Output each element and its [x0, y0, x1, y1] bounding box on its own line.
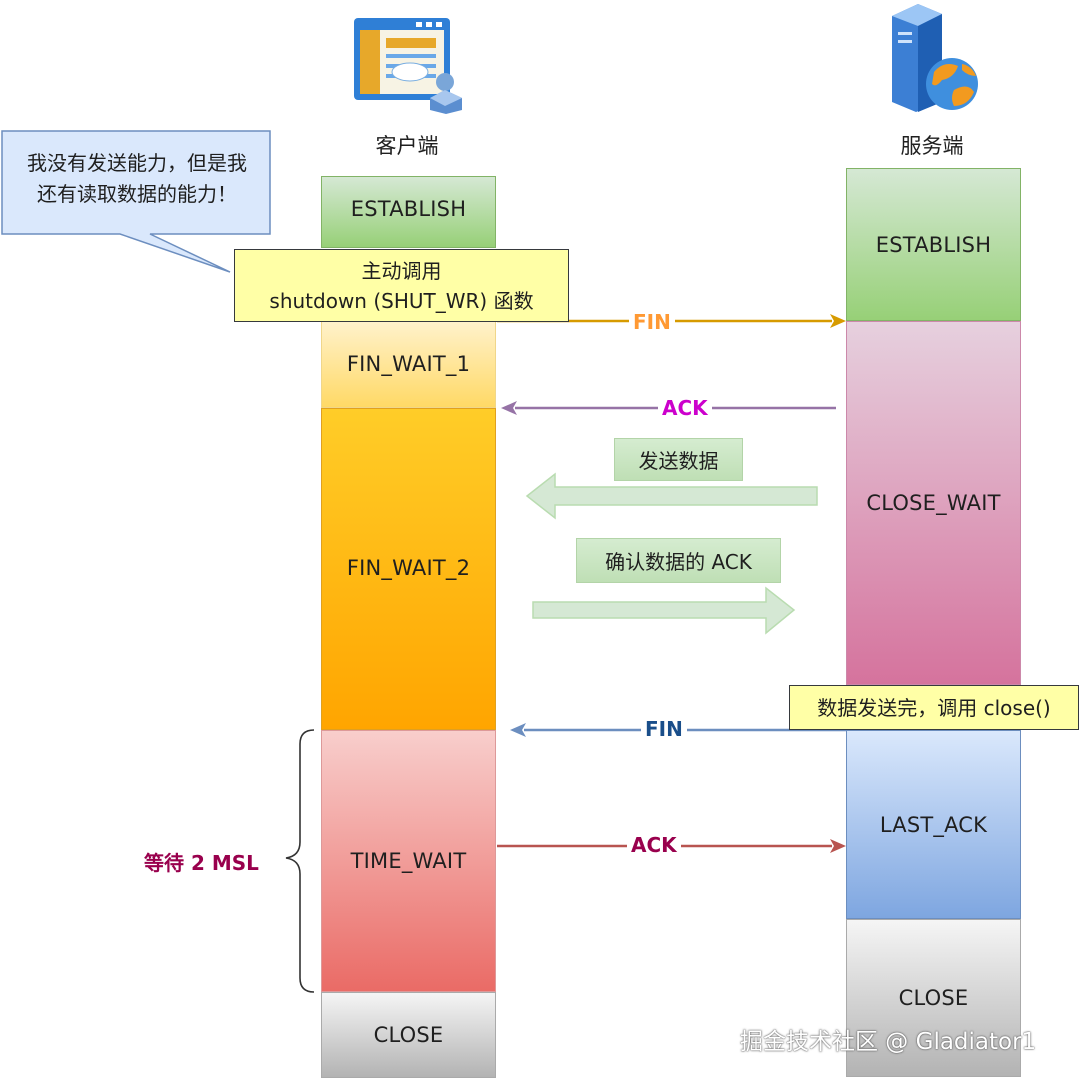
client-label: 客户端 [375, 134, 439, 158]
callout-text: 我没有发送能力，但是我 还有读取数据的能力！ [6, 148, 268, 210]
server-state-establish: ESTABLISH [846, 168, 1021, 321]
client-state-close: CLOSE [321, 992, 496, 1078]
server-state-close-wait: CLOSE_WAIT [846, 321, 1021, 685]
send-data-label: 发送数据 [614, 438, 743, 481]
fin-arrow-head [830, 314, 846, 328]
ack-data-arrow [532, 586, 796, 635]
client-shutdown-note: 主动调用 shutdown (SHUT_WR) 函数 [234, 249, 569, 322]
client-shutdown-note-line2: shutdown (SHUT_WR) 函数 [269, 288, 534, 313]
watermark: 掘金技术社区 @ Gladiator1 [740, 1029, 1037, 1055]
callout-bubble [1, 130, 271, 273]
ack-arrow-head [501, 401, 517, 415]
client-computer-icon [350, 14, 466, 114]
ack-data-label: 确认数据的 ACK [576, 538, 781, 583]
client-shutdown-note-line1: 主动调用 [361, 258, 442, 283]
client-state-time-wait: TIME_WAIT [321, 730, 496, 992]
time-wait-brace [285, 729, 315, 993]
fin2-label: FIN [641, 718, 687, 740]
ack2-label: ACK [627, 834, 681, 856]
fin2-arrow-head [510, 723, 526, 737]
server-close-note: 数据发送完，调用 close() [789, 685, 1079, 730]
ack2-arrow-head [830, 839, 846, 853]
client-state-fin-wait-1: FIN_WAIT_1 [321, 321, 496, 408]
fin-label: FIN [629, 311, 675, 333]
wait-2msl-label: 等待 2 MSL [144, 851, 259, 875]
client-state-establish: ESTABLISH [321, 176, 496, 248]
client-state-fin-wait-2: FIN_WAIT_2 [321, 408, 496, 730]
callout-text-line1: 我没有发送能力，但是我 [27, 151, 247, 175]
server-label: 服务端 [900, 134, 964, 158]
server-globe-icon [884, 2, 980, 114]
server-state-last-ack: LAST_ACK [846, 730, 1021, 919]
send-data-arrow [525, 472, 818, 520]
server-state-close: CLOSE [846, 919, 1021, 1077]
callout-text-line2: 还有读取数据的能力！ [37, 182, 237, 206]
ack-label: ACK [658, 397, 712, 419]
